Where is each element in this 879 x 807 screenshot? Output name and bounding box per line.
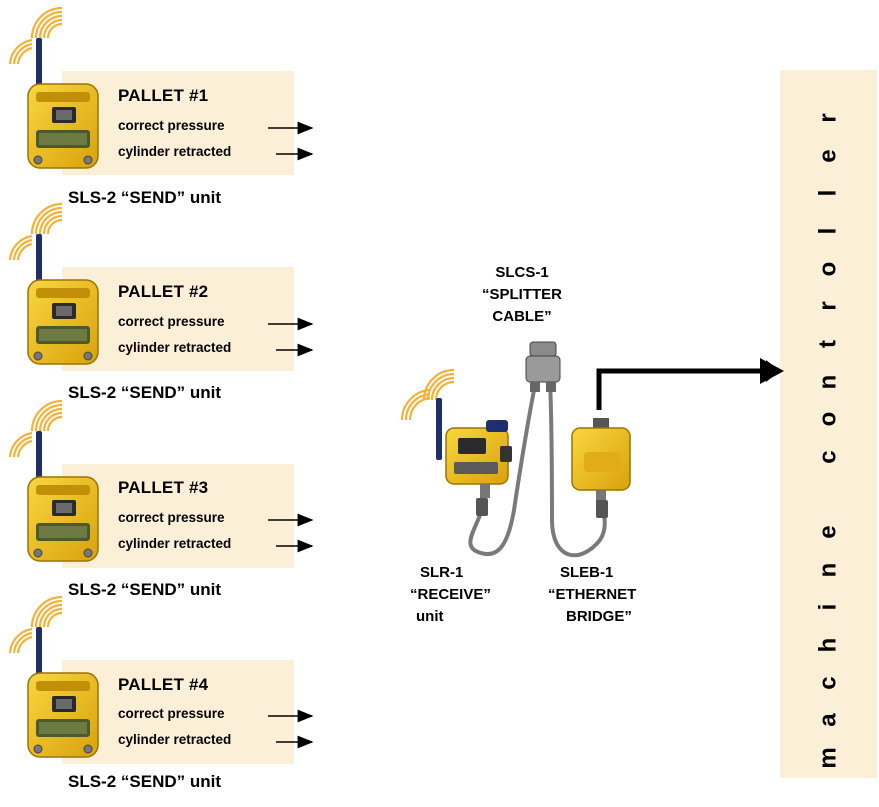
- splitter-model: SLCS-1: [462, 262, 582, 284]
- pallet-signal-pressure-4: correct pressure: [118, 706, 225, 721]
- pallet-signal-cylinder-3: cylinder retracted: [118, 536, 231, 551]
- send-unit-icon-2: [10, 204, 98, 364]
- pallet-title-4: PALLET #4: [118, 675, 208, 695]
- pallet-title-1: PALLET #1: [118, 86, 208, 106]
- splitter-connector-icon: [526, 342, 560, 392]
- send-unit-label-1: SLS-2 “SEND” unit: [68, 188, 221, 208]
- bridge-to-controller-arrow: [599, 371, 770, 410]
- send-unit-label-2: SLS-2 “SEND” unit: [68, 383, 221, 403]
- bridge-name-2: BRIDGE”: [548, 606, 658, 628]
- receiver-label: SLR-1 “RECEIVE” unit: [410, 562, 510, 628]
- receiver-connector-icon: [476, 498, 488, 516]
- splitter-name-1: “SPLITTER: [462, 284, 582, 306]
- bridge-label: SLEB-1 “ETHERNET BRIDGE”: [548, 562, 658, 628]
- pallet-title-3: PALLET #3: [118, 478, 208, 498]
- receiver-model: SLR-1: [410, 562, 510, 584]
- pallet-signal-cylinder-1: cylinder retracted: [118, 144, 231, 159]
- splitter-name-2: CABLE”: [462, 306, 582, 328]
- send-unit-icon-4: [10, 597, 98, 757]
- receiver-unit-icon: [402, 370, 512, 498]
- bridge-name-1: “ETHERNET: [548, 584, 658, 606]
- send-unit-label-4: SLS-2 “SEND” unit: [68, 772, 221, 792]
- pallet-signal-pressure-3: correct pressure: [118, 510, 225, 525]
- receiver-unit: unit: [410, 606, 510, 628]
- pallet-signal-cylinder-2: cylinder retracted: [118, 340, 231, 355]
- send-unit-icon-1: [10, 8, 98, 168]
- pallet-title-2: PALLET #2: [118, 282, 208, 302]
- send-unit-label-3: SLS-2 “SEND” unit: [68, 580, 221, 600]
- pallet-signal-pressure-2: correct pressure: [118, 314, 225, 329]
- pallet-signal-cylinder-4: cylinder retracted: [118, 732, 231, 747]
- splitter-label: SLCS-1 “SPLITTER CABLE”: [462, 262, 582, 328]
- arrow-right-icon: [760, 358, 784, 384]
- ethernet-bridge-icon: [572, 418, 630, 504]
- bridge-connector-icon: [596, 500, 608, 518]
- bridge-model: SLEB-1: [548, 562, 658, 584]
- receiver-name: “RECEIVE”: [410, 584, 510, 606]
- pallet-signal-pressure-1: correct pressure: [118, 118, 225, 133]
- send-unit-icon-3: [10, 401, 98, 561]
